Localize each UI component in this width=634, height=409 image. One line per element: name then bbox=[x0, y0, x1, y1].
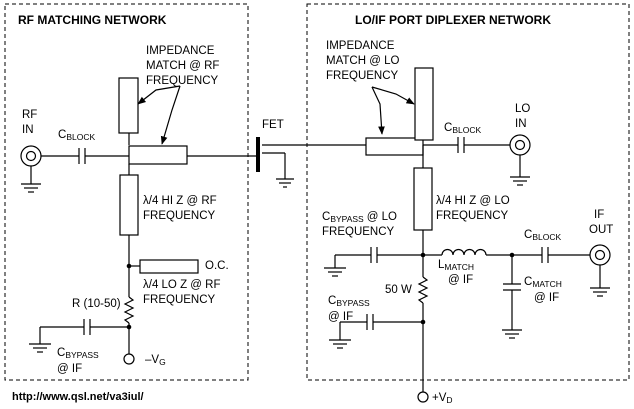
svg-text:FREQUENCY: FREQUENCY bbox=[143, 294, 216, 306]
if-cbypass-freq: @ IF bbox=[328, 311, 353, 323]
rf-cblock-label: CBLOCK bbox=[58, 129, 95, 142]
svg-text:OUT: OUT bbox=[589, 224, 613, 236]
lo-in-port: LO IN bbox=[509, 103, 531, 156]
lmatch-inductor bbox=[441, 248, 487, 256]
svg-text:MATCH @ RF: MATCH @ RF bbox=[146, 60, 219, 72]
if-cblock-capacitor bbox=[541, 247, 549, 263]
rf-cbypass-freq: @ IF bbox=[57, 363, 82, 375]
if-bypass-capacitor bbox=[366, 314, 374, 330]
rf-quarter-wave-hiz bbox=[119, 174, 139, 236]
rf-series-line bbox=[128, 145, 188, 165]
if-cblock-label: CBLOCK bbox=[524, 229, 561, 242]
vg-label: –VG bbox=[145, 354, 166, 367]
imp-rf-annotation: IMPEDANCE MATCH @ RF FREQUENCY bbox=[146, 45, 219, 87]
rf-section-title: RF MATCHING NETWORK bbox=[18, 13, 167, 27]
rf-quarter-wave-loz-stub bbox=[139, 259, 199, 274]
rf-cblock-capacitor bbox=[78, 148, 86, 164]
svg-text:IMPEDANCE: IMPEDANCE bbox=[146, 45, 215, 57]
rf-bypass-ground bbox=[29, 327, 51, 353]
if-cbypass-label: CBYPASS bbox=[328, 295, 370, 308]
loz-rf-annotation: λ/4 LO Z @ RF FREQUENCY bbox=[143, 279, 221, 306]
svg-text:IMPEDANCE: IMPEDANCE bbox=[326, 40, 395, 52]
svg-text:λ/4 HI Z @ LO: λ/4 HI Z @ LO bbox=[436, 195, 510, 207]
lo-if-diplexer-frame bbox=[306, 3, 630, 381]
vg-terminal bbox=[123, 353, 135, 365]
source-url: http://www.qsl.net/va3iul/ bbox=[12, 391, 144, 403]
svg-text:FREQUENCY: FREQUENCY bbox=[436, 210, 509, 222]
fet-symbol bbox=[256, 137, 330, 188]
oc-label: O.C. bbox=[205, 260, 229, 272]
rf-cbypass-label: CBYPASS bbox=[57, 347, 99, 360]
svg-text:FREQUENCY: FREQUENCY bbox=[143, 210, 216, 222]
rf-in-port: RF IN bbox=[20, 109, 42, 167]
lo-quarter-wave-hiz bbox=[413, 167, 433, 231]
svg-text:MATCH @ LO: MATCH @ LO bbox=[326, 55, 399, 67]
rf-open-stub bbox=[118, 77, 139, 134]
rf-in-ground bbox=[21, 166, 41, 193]
hiz-rf-annotation: λ/4 HI Z @ RF FREQUENCY bbox=[143, 195, 217, 222]
svg-text:IN: IN bbox=[22, 124, 34, 136]
cmatch-capacitor bbox=[503, 283, 521, 291]
rf-bias-resistor bbox=[123, 296, 135, 324]
if-bypass-ground bbox=[329, 322, 351, 349]
lo-cbypass-freq: FREQUENCY bbox=[322, 226, 395, 238]
r-rf-label: R (10-50) bbox=[72, 298, 121, 310]
lo-bypass-capacitor bbox=[370, 247, 378, 263]
r-50-resistor bbox=[417, 276, 429, 304]
lo-cblock-label: CBLOCK bbox=[444, 122, 481, 135]
lo-section-title: LO/IF PORT DIPLEXER NETWORK bbox=[355, 13, 551, 27]
svg-text:IN: IN bbox=[515, 118, 527, 130]
if-out-ground bbox=[590, 265, 610, 297]
lmatch-freq: @ IF bbox=[448, 274, 473, 286]
imp-lo-annotation: IMPEDANCE MATCH @ LO FREQUENCY bbox=[326, 40, 399, 82]
lo-open-stub bbox=[414, 67, 434, 141]
if-out-port: IF OUT bbox=[589, 209, 613, 266]
svg-text:RF: RF bbox=[22, 109, 37, 121]
r-50-label: 50 W bbox=[385, 284, 412, 296]
fet-label: FET bbox=[262, 119, 284, 131]
hiz-lo-annotation: λ/4 HI Z @ LO FREQUENCY bbox=[436, 195, 510, 222]
svg-text:λ/4 HI Z @ RF: λ/4 HI Z @ RF bbox=[143, 195, 217, 207]
svg-text:λ/4 LO Z @ RF: λ/4 LO Z @ RF bbox=[143, 279, 221, 291]
rf-matching-frame bbox=[4, 3, 249, 381]
svg-text:FREQUENCY: FREQUENCY bbox=[326, 70, 399, 82]
cmatch-freq: @ IF bbox=[534, 292, 559, 304]
vd-label: +VD bbox=[432, 392, 453, 405]
svg-text:LO: LO bbox=[515, 103, 530, 115]
svg-text:FREQUENCY: FREQUENCY bbox=[146, 75, 219, 87]
cmatch-label: CMATCH bbox=[524, 276, 562, 289]
cmatch-ground bbox=[502, 329, 522, 339]
lo-bypass-ground bbox=[324, 255, 346, 277]
vd-terminal bbox=[417, 391, 429, 403]
rf-bypass-capacitor bbox=[83, 319, 91, 335]
lo-cbypass-label: CBYPASS@ LO bbox=[322, 211, 397, 224]
lmatch-label: LMATCH bbox=[438, 259, 474, 272]
lo-cblock-capacitor bbox=[457, 137, 465, 153]
lo-in-ground bbox=[510, 155, 530, 186]
svg-text:IF: IF bbox=[594, 209, 604, 221]
